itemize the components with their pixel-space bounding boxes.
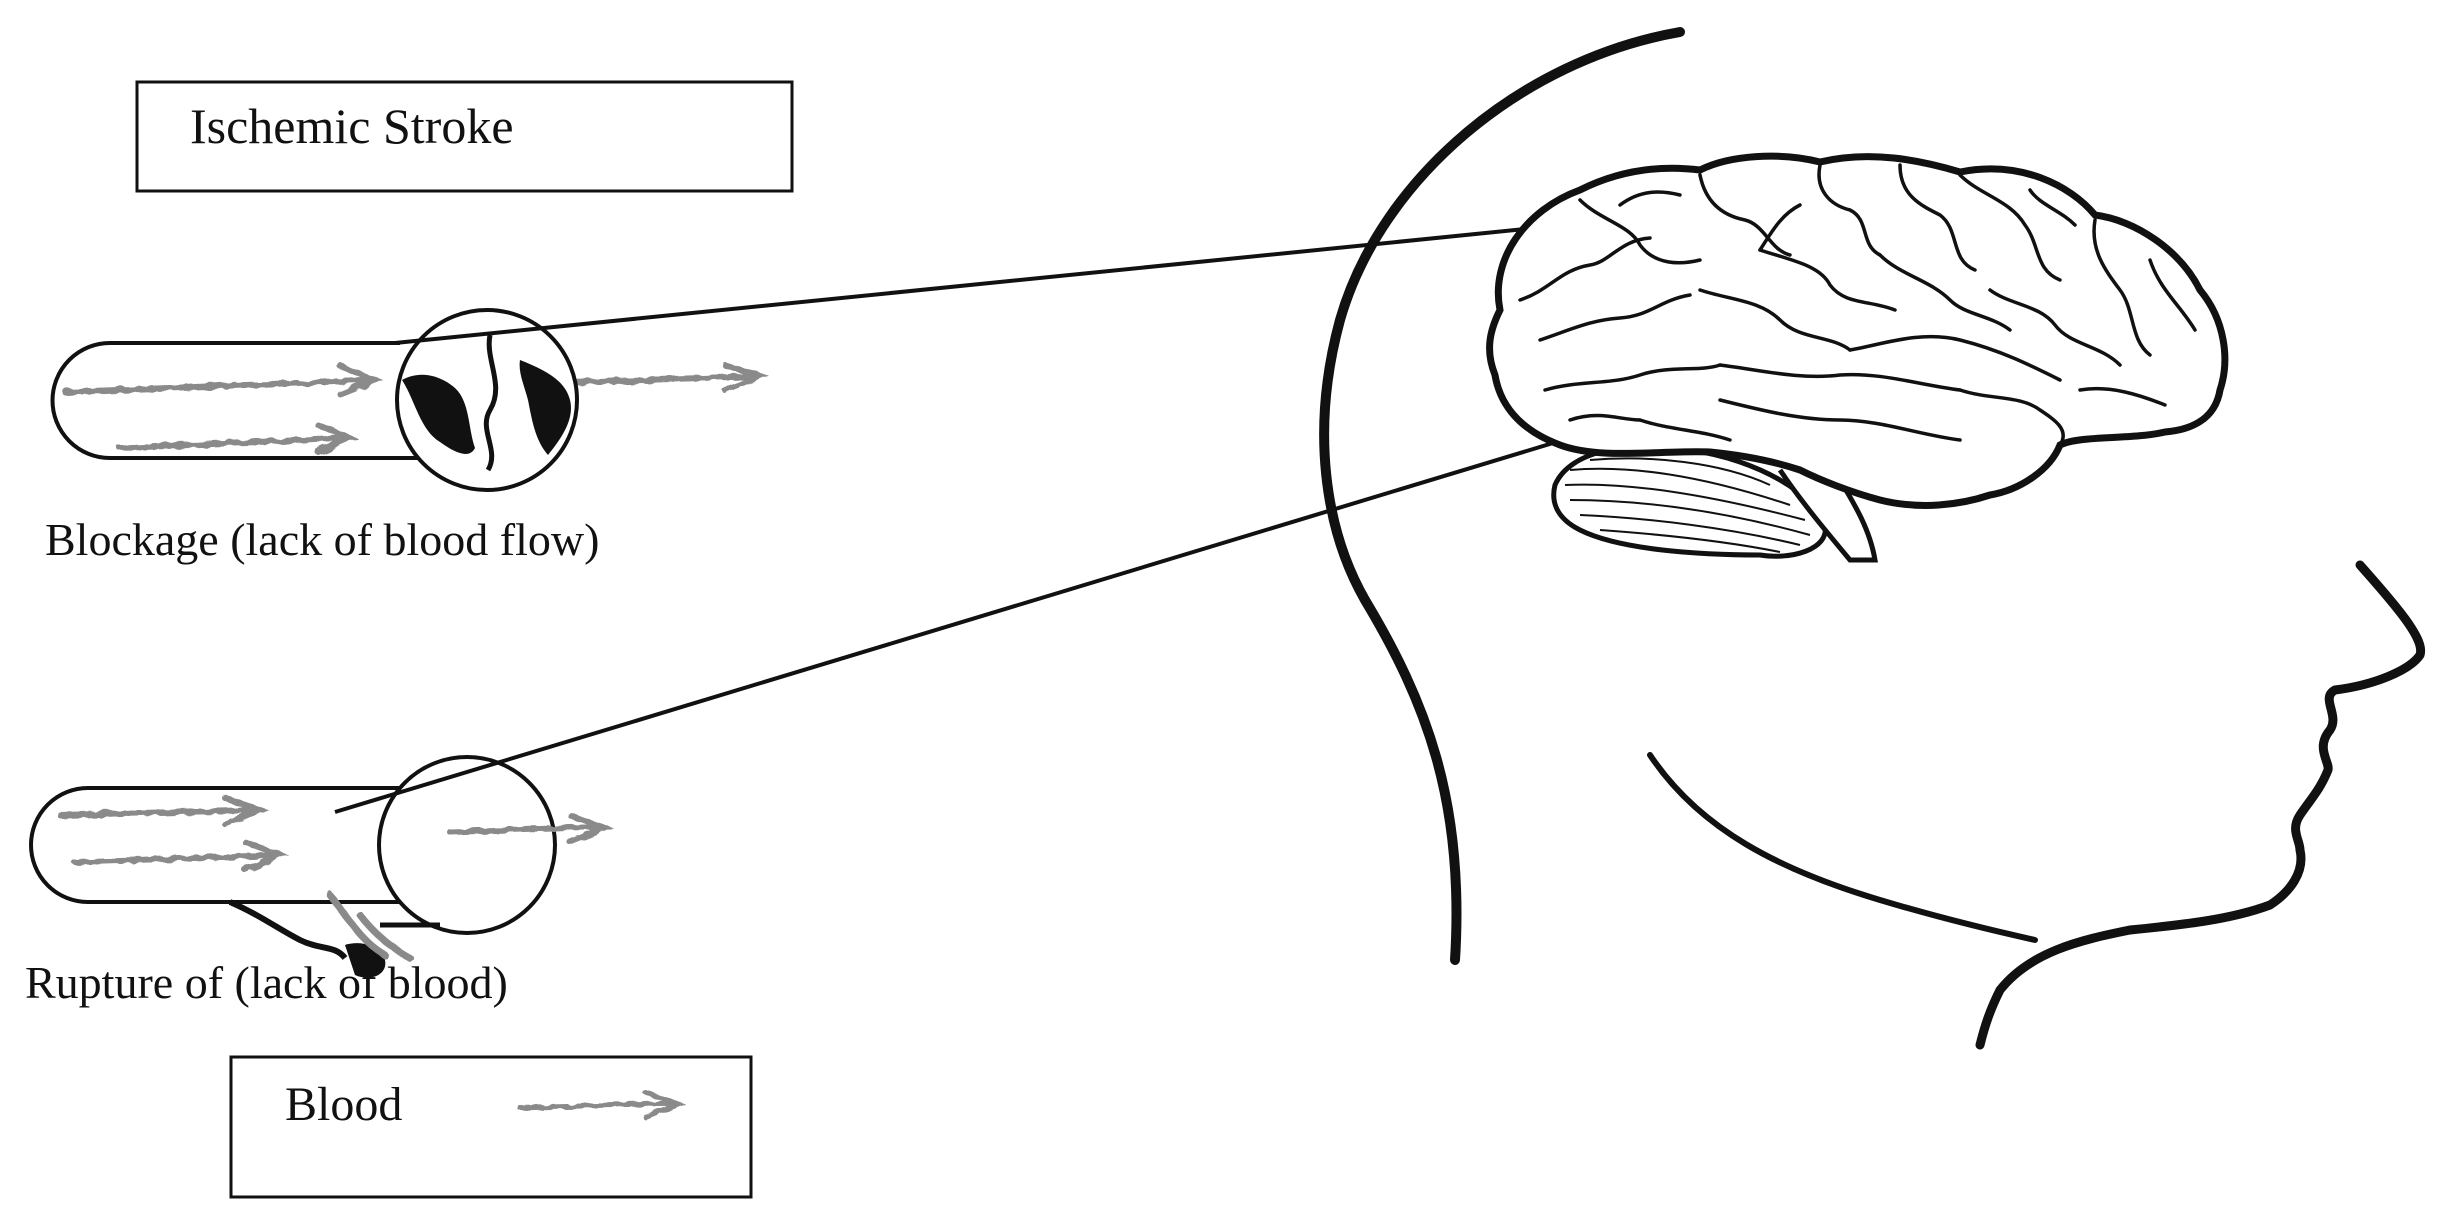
title-box: Ischemic Stroke xyxy=(135,80,794,193)
title-text: Ischemic Stroke xyxy=(190,98,514,154)
connector-blockage xyxy=(394,223,1566,345)
blockage-caption: Blockage (lack of blood flow) xyxy=(45,514,599,565)
blood-arrow-icon xyxy=(517,1089,686,1120)
jaw-outline xyxy=(1647,752,2038,943)
brain-illustration xyxy=(1486,152,2229,563)
rupture-leak xyxy=(228,891,440,978)
brain-gyri xyxy=(1518,163,2197,447)
rupture-cross-section xyxy=(377,755,557,935)
rupture-caption: Rupture of (lack of blood) xyxy=(25,957,508,1008)
legend-box: Blood xyxy=(229,1055,753,1199)
clot-cross-section xyxy=(395,308,579,492)
brain-stem xyxy=(1777,468,1878,563)
cerebrum-outline xyxy=(1486,152,2229,509)
legend-label: Blood xyxy=(285,1078,402,1131)
skull-outline xyxy=(1319,27,1685,965)
clot xyxy=(402,374,475,454)
face-outline xyxy=(1975,560,2426,1050)
rupture-vessel xyxy=(29,755,614,978)
head-profile xyxy=(1319,27,2426,1050)
blockage-vessel xyxy=(50,308,769,492)
blood-flow-arrow xyxy=(57,795,614,873)
